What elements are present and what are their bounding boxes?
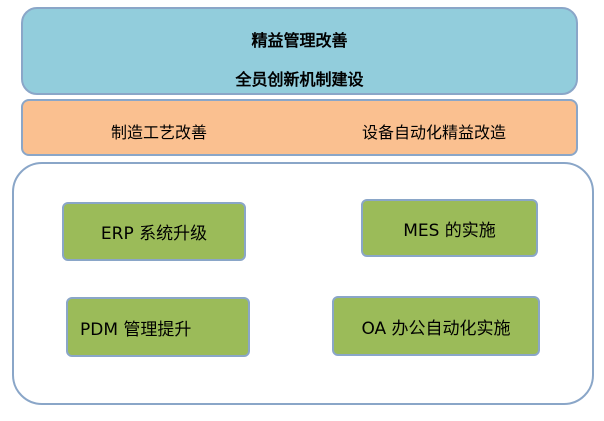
middle-layer-box: 制造工艺改善 设备自动化精益改造 (21, 99, 578, 156)
erp-upgrade-box: ERP 系统升级 (62, 202, 246, 261)
mes-implementation-label: MES 的实施 (403, 220, 496, 241)
middle-item-process-improvement: 制造工艺改善 (111, 123, 208, 142)
middle-item-equipment-automation: 设备自动化精益改造 (362, 123, 507, 142)
erp-upgrade-label: ERP 系统升级 (100, 224, 208, 244)
top-layer-title: 精益管理改善 (251, 31, 348, 50)
oa-automation-box: OA 办公自动化实施 (332, 296, 540, 356)
pdm-improvement-box: PDM 管理提升 (66, 297, 250, 357)
pdm-improvement-label: PDM 管理提升 (80, 319, 192, 340)
oa-automation-label: OA 办公自动化实施 (361, 318, 511, 339)
top-layer-subtitle: 全员创新机制建设 (235, 70, 364, 89)
top-layer-box: 精益管理改善 全员创新机制建设 (21, 7, 578, 95)
mes-implementation-box: MES 的实施 (361, 199, 538, 257)
